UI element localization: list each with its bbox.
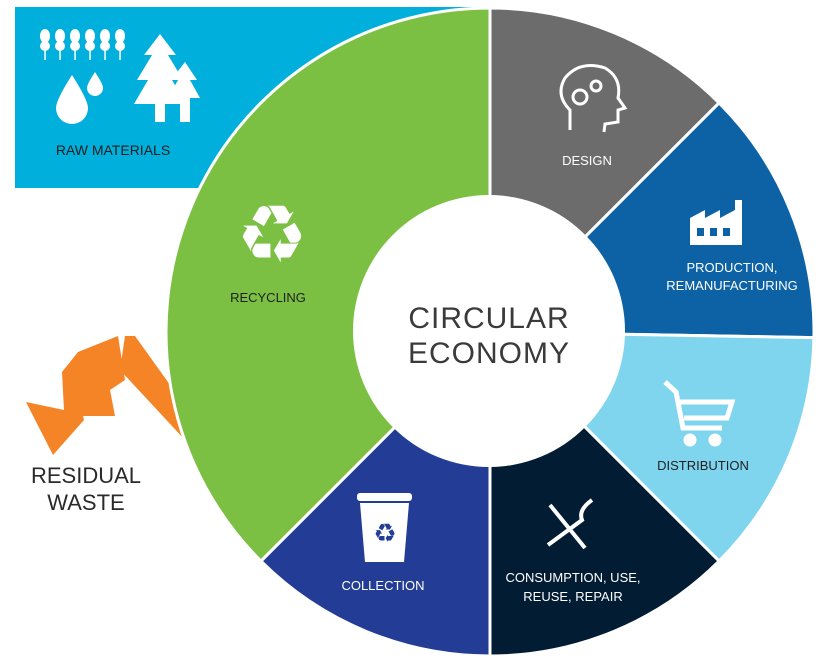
consumption-label: CONSUMPTION, USE, (505, 570, 640, 585)
consumption-label: REUSE, REPAIR (523, 589, 622, 604)
recycle-bin-icon: ♻ (357, 493, 412, 562)
trees-icon (134, 34, 200, 122)
design-label: DESIGN (562, 153, 612, 168)
distribution-label: DISTRIBUTION (657, 458, 749, 473)
center-circle (353, 195, 625, 467)
wheat-icon (40, 29, 125, 60)
water-drops-icon (56, 72, 103, 124)
cart-icon (663, 380, 736, 447)
head-gears-icon (559, 64, 628, 133)
recycling-label: RECYCLING (230, 290, 306, 305)
center-title: CIRCULAR (408, 302, 569, 335)
residual-waste-label: WASTE (47, 490, 124, 515)
svg-text:♻: ♻ (373, 518, 396, 548)
recycle-icon: ♻ (236, 190, 308, 279)
collection-label: COLLECTION (341, 578, 424, 593)
factory-icon (690, 200, 742, 245)
production-label: REMANUFACTURING (666, 278, 797, 293)
raw-materials-label: RAW MATERIALS (56, 142, 170, 158)
residual-waste-label: RESIDUAL (31, 463, 141, 488)
residual-waste-arrow (26, 336, 188, 455)
center-title: ECONOMY (408, 337, 570, 370)
tools-icon (546, 498, 594, 550)
production-label: PRODUCTION, (687, 260, 778, 275)
